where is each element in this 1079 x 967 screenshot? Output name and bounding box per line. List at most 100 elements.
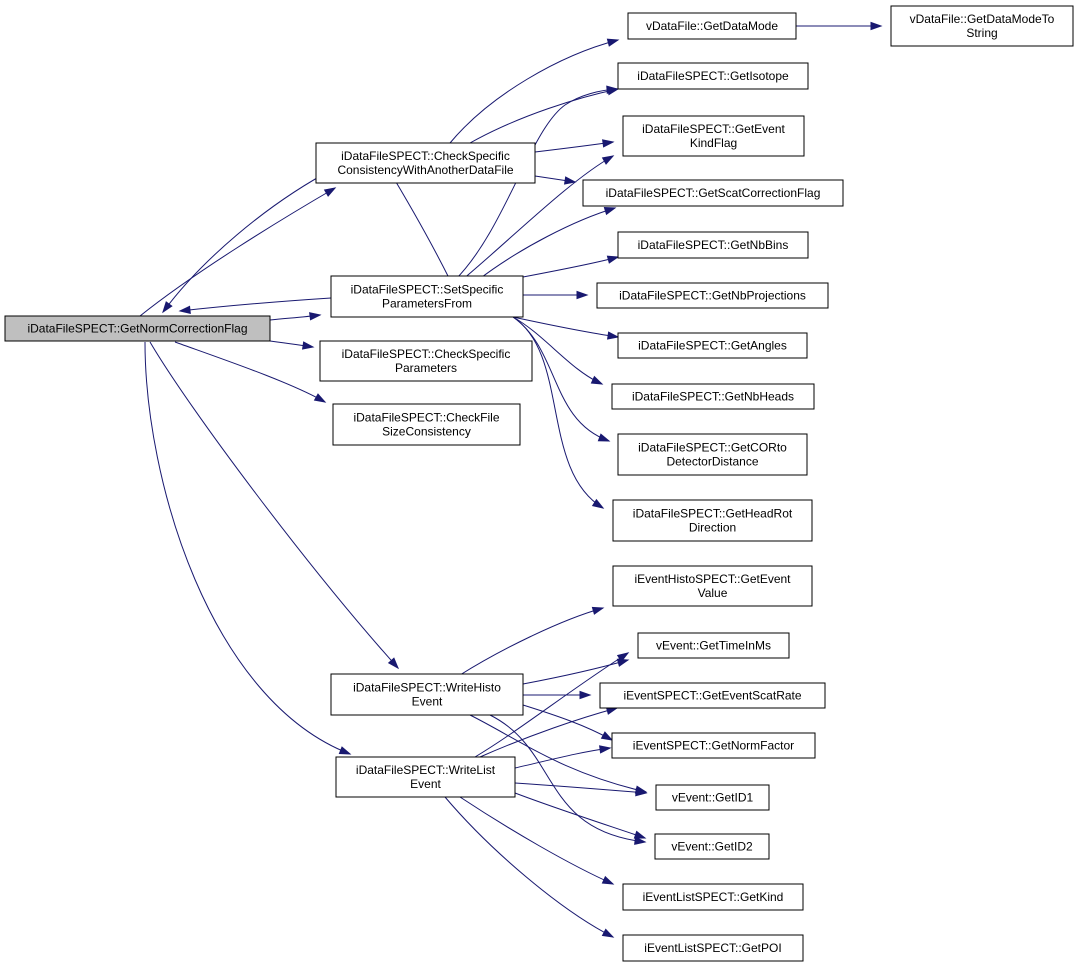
arrowhead: [606, 38, 620, 47]
edge-write-list-to-get-id2: [514, 792, 646, 839]
arrowhead: [313, 393, 327, 403]
edge-write-list-to-get-poi: [444, 796, 614, 938]
arrowhead: [563, 176, 577, 185]
node-set-params[interactable]: iDataFileSPECT::SetSpecificParametersFro…: [330, 275, 524, 318]
arrowhead: [309, 312, 322, 321]
edge-write-list-to-get-norm: [514, 747, 611, 769]
node-label: iDataFileSPECT::GetNbHeads: [632, 390, 794, 404]
node-get-nbproj[interactable]: iDataFileSPECT::GetNbProjections: [596, 282, 829, 309]
node-box: [622, 883, 804, 911]
node-box: [627, 12, 797, 40]
node-get-datamode[interactable]: vDataFile::GetDataMode: [627, 12, 797, 40]
node-box: [315, 142, 536, 184]
edge-set-params-to-get-isotope: [454, 88, 618, 281]
function-nodes: iDataFileSPECT::GetNormCorrectionFlagiDa…: [4, 5, 1074, 962]
arrowhead: [162, 301, 173, 314]
node-get-norm[interactable]: iEventSPECT::GetNormFactor: [611, 732, 816, 759]
node-label: iDataFileSPECT::WriteList: [356, 763, 496, 777]
arrowhead: [178, 305, 191, 315]
node-label: iEventListSPECT::GetKind: [643, 890, 784, 904]
node-label: Parameters: [395, 361, 457, 375]
node-label: iDataFileSPECT::GetCORto: [638, 441, 787, 455]
edge-set-params-to-check-consist: [386, 166, 451, 281]
node-label: ParametersFrom: [382, 297, 472, 311]
node-box: [622, 115, 805, 157]
node-get-time[interactable]: vEvent::GetTimeInMs: [637, 632, 790, 659]
node-box: [4, 315, 271, 342]
arrowhead: [338, 746, 352, 755]
arrowhead: [603, 207, 617, 216]
node-box: [617, 231, 809, 259]
arrowhead: [607, 331, 620, 340]
node-box: [596, 282, 829, 309]
arrowhead: [600, 731, 614, 741]
edge-check-consist-to-get-isotope: [469, 88, 619, 144]
node-label: iEventHistoSPECT::GetEvent: [634, 572, 791, 586]
arrowhead: [597, 433, 611, 442]
node-get-nbbins[interactable]: iDataFileSPECT::GetNbBins: [617, 231, 809, 259]
edge-set-params-to-get-scatflag: [477, 207, 616, 281]
edge-root-to-check-consist: [139, 187, 336, 317]
node-check-consist[interactable]: iDataFileSPECT::CheckSpecificConsistency…: [315, 142, 536, 184]
arrowhead: [599, 745, 612, 754]
node-label: Event: [410, 777, 441, 791]
arrowhead: [635, 787, 648, 797]
node-label: KindFlag: [690, 136, 737, 150]
node-get-isotope[interactable]: iDataFileSPECT::GetIsotope: [617, 62, 809, 90]
node-get-nbheads[interactable]: iDataFileSPECT::GetNbHeads: [611, 383, 815, 410]
node-get-scatrate[interactable]: iEventSPECT::GetEventScatRate: [599, 682, 826, 709]
node-label: iDataFileSPECT::GetHeadRot: [633, 507, 793, 521]
edge-set-params-to-get-nbbins: [522, 256, 619, 278]
arrowhead: [591, 606, 605, 615]
node-label: iDataFileSPECT::GetNbProjections: [619, 289, 806, 303]
node-label: iDataFileSPECT::GetNormCorrectionFlag: [27, 322, 247, 336]
arrowhead: [634, 836, 647, 845]
node-label: iDataFileSPECT::GetNbBins: [638, 238, 789, 252]
node-get-scatflag[interactable]: iDataFileSPECT::GetScatCorrectionFlag: [582, 179, 844, 207]
node-get-kind[interactable]: iEventListSPECT::GetKind: [622, 883, 804, 911]
arrowhead: [606, 255, 620, 264]
node-get-poi[interactable]: iEventListSPECT::GetPOI: [622, 934, 804, 962]
node-label: vDataFile::GetDataMode: [646, 19, 778, 33]
node-box: [617, 62, 809, 90]
node-label: vEvent::GetTimeInMs: [656, 639, 771, 653]
node-label: iDataFileSPECT::WriteHisto: [353, 681, 501, 695]
node-root[interactable]: iDataFileSPECT::GetNormCorrectionFlag: [4, 315, 271, 342]
node-box: [655, 784, 770, 811]
node-get-id1[interactable]: vEvent::GetID1: [655, 784, 770, 811]
node-label: vEvent::GetID1: [672, 791, 754, 805]
node-box: [622, 934, 804, 962]
node-label: iDataFileSPECT::SetSpecific: [351, 283, 504, 297]
edge-check-consist-to-root: [162, 167, 336, 313]
node-box: [330, 275, 524, 318]
node-label: iEventSPECT::GetEventScatRate: [623, 689, 801, 703]
node-label: iEventSPECT::GetNormFactor: [633, 739, 794, 753]
edge-write-list-to-get-id1: [514, 782, 647, 794]
node-box: [611, 383, 815, 410]
edge-root-to-write-list: [144, 341, 351, 755]
node-get-angles[interactable]: iDataFileSPECT::GetAngles: [617, 332, 808, 359]
arrowhead: [633, 830, 647, 839]
node-box: [332, 403, 521, 446]
node-box: [335, 756, 516, 798]
edge-set-params-to-root: [179, 297, 332, 312]
arrowhead: [591, 498, 605, 509]
node-box: [612, 565, 813, 607]
edge-check-consist-to-get-evkind: [534, 141, 614, 153]
node-box: [330, 673, 524, 716]
node-label: iDataFileSPECT::GetScatCorrectionFlag: [606, 186, 821, 200]
node-get-id2[interactable]: vEvent::GetID2: [654, 833, 770, 860]
node-box: [612, 499, 813, 542]
node-box: [890, 5, 1074, 47]
node-label: iDataFileSPECT::GetEvent: [642, 122, 785, 136]
